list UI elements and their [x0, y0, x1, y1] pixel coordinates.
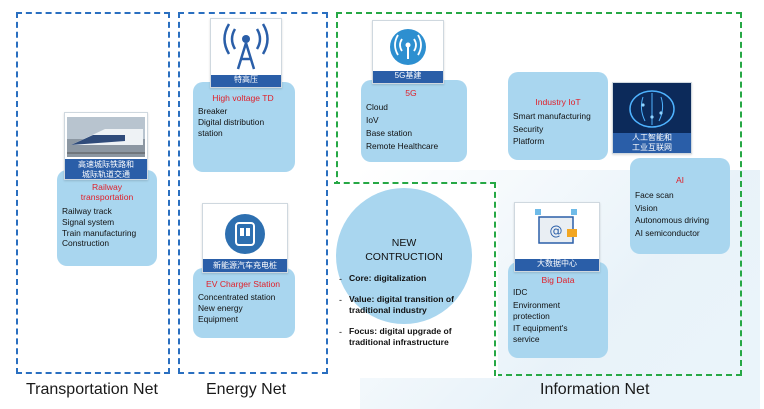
brain-circuit-icon — [613, 83, 691, 135]
industry-iot-item: Smart manufacturing — [513, 111, 591, 121]
fiveg-icon-box: 5G基建 — [372, 20, 444, 84]
industry-iot-card — [508, 72, 608, 160]
big-data-item: IT equipment's service — [513, 323, 568, 345]
big-data-items: IDC Environment protection IT equipment'… — [513, 287, 607, 345]
ai-item: AI semiconductor — [635, 227, 700, 238]
new-construction-focus: Focus: digital upgrade of traditional in… — [349, 326, 452, 347]
ai-banner: 人工智能和 工业互联网 — [613, 133, 691, 153]
fiveg-item: Cloud — [366, 102, 388, 112]
ai-card — [630, 158, 730, 254]
wireless-signal-icon — [390, 29, 426, 65]
ev-charger-icon-box: 新能源汽车充电桩 — [202, 203, 288, 273]
ev-charger-item: Concentrated station — [198, 292, 276, 302]
fiveg-items: Cloud IoV Base station Remote Healthcare — [366, 101, 466, 153]
energy-net-label: Energy Net — [206, 381, 287, 398]
transportation-net-label: Transportation Net — [26, 381, 158, 398]
ev-charger-card — [193, 268, 295, 338]
svg-text:@: @ — [550, 224, 563, 239]
ev-charger-item: New energy Equipment — [198, 302, 243, 324]
high-voltage-card — [193, 82, 295, 172]
information-net-label: Information Net — [540, 381, 650, 398]
fiveg-item: IoV — [366, 115, 379, 125]
bullet-dash: - — [339, 295, 342, 305]
signal-tower-icon — [223, 23, 269, 70]
ai-icon-box: 人工智能和 工业互联网 — [612, 82, 692, 154]
railway-item: Railway track — [62, 206, 112, 216]
fiveg-item: Remote Healthcare — [366, 141, 439, 151]
ev-charger-items: Concentrated station New energy Equipmen… — [198, 292, 294, 324]
transportation-zone — [16, 12, 170, 374]
big-data-banner: 大数据中心 — [515, 259, 599, 271]
fiveg-title: 5G — [405, 88, 417, 98]
railway-items: Railway track Signal system Train manufa… — [62, 206, 156, 249]
railway-banner: 高速城际铁路和 城际轨道交通 — [65, 159, 147, 179]
industry-iot-items: Smart manufacturing Security Platform — [513, 110, 609, 148]
ai-item: Vision — [635, 202, 658, 213]
railway-item: Train manufacturing — [62, 227, 137, 238]
railway-title: Railway transportation — [80, 182, 134, 202]
railway-item: Construction — [62, 238, 110, 249]
railway-card — [57, 170, 157, 266]
ai-title: AI — [675, 175, 685, 185]
charger-plug-icon — [225, 214, 265, 254]
new-construction-core: Core: digitalization — [349, 273, 427, 283]
high-voltage-icon-box: 特高压 — [210, 18, 282, 88]
fiveg-item: Base station — [366, 128, 413, 138]
energy-zone — [178, 12, 328, 374]
big-data-title: Big Data — [541, 275, 575, 285]
bullet-dash: - — [339, 327, 342, 337]
high-voltage-item: Breaker — [198, 106, 228, 116]
high-voltage-title: High voltage TD — [212, 93, 274, 103]
industry-iot-item: Security — [513, 123, 544, 134]
email-server-icon: @ — [535, 209, 577, 244]
bullet-dash: - — [339, 274, 342, 284]
train-icon — [67, 117, 145, 157]
ai-items: Face scan Vision Autonomous driving AI s… — [635, 189, 731, 239]
new-construction-circle — [336, 188, 472, 324]
big-data-icon-box: @ 大数据中心 — [514, 202, 600, 272]
fiveg-banner: 5G基建 — [373, 71, 443, 83]
big-data-item: Environment protection — [513, 299, 561, 321]
fiveg-card — [361, 80, 467, 162]
ev-charger-banner: 新能源汽车充电桩 — [203, 259, 287, 272]
big-data-card — [508, 262, 608, 358]
railway-item: Signal system — [62, 216, 115, 227]
high-voltage-banner: 特高压 — [211, 75, 281, 87]
high-voltage-item: Digital distribution station — [198, 116, 265, 138]
industry-iot-item: Platform — [513, 136, 545, 146]
big-data-item: IDC — [513, 287, 528, 297]
ai-item: Face scan — [635, 190, 674, 200]
new-construction-value: Value: digital transition of traditional… — [349, 294, 455, 315]
new-construction-title: NEW CONTRUCTION — [365, 237, 443, 263]
high-voltage-items: Breaker Digital distribution station — [198, 106, 294, 138]
railway-icon-box: 高速城际铁路和 城际轨道交通 — [64, 112, 148, 180]
ai-item: Autonomous driving — [635, 215, 710, 225]
industry-iot-title: Industry IoT — [535, 97, 581, 107]
ev-charger-title: EV Charger Station — [205, 279, 281, 289]
